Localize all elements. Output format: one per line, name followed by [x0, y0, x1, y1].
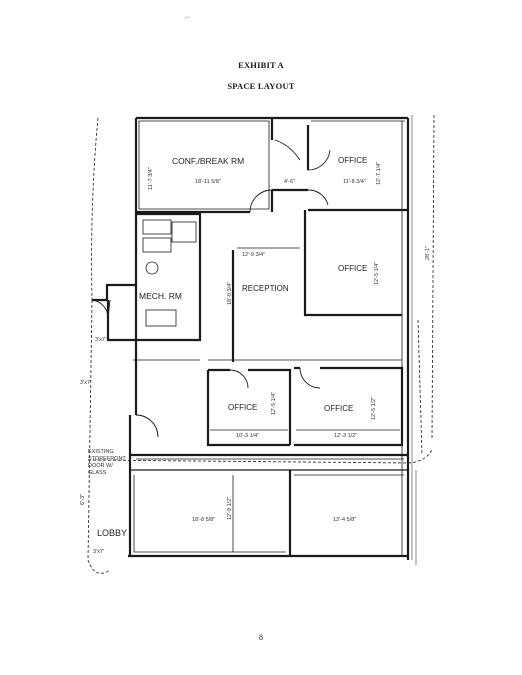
- dim-conf-height: 11'-7 3/4": [148, 167, 154, 190]
- dim-lobby-right-width: 13'-4 5/8": [333, 517, 356, 523]
- door-swings: [91, 139, 331, 438]
- room-labels: CONF./BREAK RM OFFICE OFFICE MECH. RM RE…: [97, 156, 367, 538]
- room-label-office-right: OFFICE: [338, 264, 367, 273]
- dim-lobby-height: 12'-9 1/2": [227, 497, 233, 520]
- dim-office-center-height: 12'-5 1/4": [271, 392, 277, 415]
- note-door-mid: 3'x7': [95, 337, 106, 343]
- room-label-office-top: OFFICE: [338, 156, 367, 165]
- note-storefront-2: STOREFRONT: [88, 456, 126, 462]
- page-number: 8: [259, 633, 263, 642]
- boundary-dashes: [87, 114, 435, 574]
- exhibit-subtitle: SPACE LAYOUT: [227, 81, 295, 91]
- dim-right-office-height: 12'-5 1/4": [374, 262, 380, 285]
- dim-lobby-left-width: 18'-8 5/8": [192, 517, 215, 523]
- dim-reception-width: 12'-9 3/4": [242, 252, 265, 258]
- room-label-reception: RECEPTION: [242, 284, 289, 293]
- dim-corridor: 4'-6": [284, 179, 295, 185]
- note-storefront-1: EXISTING: [88, 449, 114, 455]
- room-label-mech: MECH. RM: [139, 291, 182, 301]
- room-label-office-center: OFFICE: [228, 403, 257, 412]
- room-label-lobby: LOBBY: [97, 528, 127, 538]
- note-door-bottom: 3'x7': [93, 549, 104, 555]
- room-label-conf-break: CONF./BREAK RM: [172, 156, 244, 166]
- exhibit-title: EXHIBIT A: [238, 60, 284, 70]
- walls: [92, 116, 410, 560]
- room-label-office-center-right: OFFICE: [324, 404, 353, 413]
- note-door-left: 3'x7': [80, 380, 91, 386]
- exterior-lines: [411, 115, 417, 565]
- dim-exterior-left: 6'-3": [80, 494, 86, 505]
- dim-top-right-width: 11'-8 3/4": [343, 179, 366, 185]
- dim-office-cr-width: 12'-3 1/2": [334, 433, 357, 439]
- dim-reception-height: 18'-0 3/4": [227, 282, 233, 305]
- dim-conf-width: 18'-11 5/8": [195, 179, 221, 185]
- notes: EXISTING STOREFRONT DOOR W/ GLASS 3'x7' …: [80, 337, 126, 555]
- dimension-labels: 18'-11 5/8" 11'-7 3/4" 11'-8 3/4" 12'-7 …: [80, 162, 431, 523]
- dim-exterior-right: 28'-1": [425, 246, 431, 260]
- inner-lines: [133, 120, 405, 556]
- dim-office-center-width: 10'-3 1/4": [236, 433, 259, 439]
- dim-top-right-height: 12'-7 1/4": [376, 162, 382, 185]
- note-storefront-3: DOOR W/: [88, 463, 113, 469]
- dim-office-cr-height: 12'-5 1/2": [371, 397, 377, 420]
- note-storefront-4: GLASS: [88, 470, 107, 476]
- scan-mark: ⌐: [185, 12, 191, 22]
